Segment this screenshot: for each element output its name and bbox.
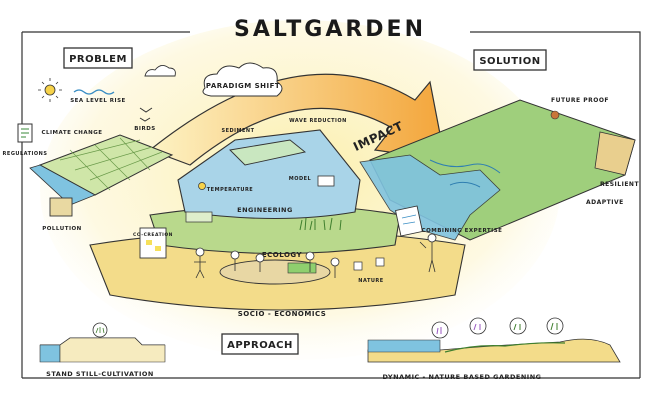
pollution-icon <box>49 197 73 217</box>
regulations-lines <box>21 128 29 138</box>
sea-level-rise-label: SEA LEVEL RISE <box>70 98 126 104</box>
stand-still-cultivation-caption: STAND STILL-CULTIVATION <box>46 370 154 378</box>
socio-economics-label: SOCIO - ECONOMICS <box>238 310 327 318</box>
page-title: SALTGARDEN <box>234 17 426 42</box>
ecology-label: ECOLOGY <box>262 251 303 259</box>
frame <box>21 31 641 379</box>
cloud-icon <box>202 62 283 97</box>
approach-box <box>221 333 299 355</box>
bird-icon <box>139 107 153 122</box>
stand-still-cultivation-sketch <box>39 322 166 363</box>
expertise-board <box>395 205 423 237</box>
problem-water <box>29 164 96 206</box>
nature-sign <box>353 257 385 271</box>
problem-box <box>63 47 133 69</box>
wave-reduction-label: WAVE REDUCTION <box>289 118 347 124</box>
engineering-label: ENGINEERING <box>237 206 293 214</box>
combining-expertise-label: COMBINING EXPERTISE <box>422 228 503 234</box>
ecology-plants <box>299 217 342 231</box>
computer-icon <box>317 175 335 187</box>
solution-creeks <box>429 159 501 188</box>
nature-based-gardening-sketch <box>367 317 621 363</box>
temperature-sun-icon <box>198 182 206 190</box>
expertise-board-lines <box>401 214 417 225</box>
problem-heading: PROBLEM <box>69 54 127 65</box>
small-cloud-icon <box>144 65 176 77</box>
solution-dune <box>594 131 636 176</box>
climate-change-label: CLIMATE CHANGE <box>41 130 102 136</box>
wave-tank-model <box>229 139 307 166</box>
sea-wave-icon <box>73 89 115 95</box>
temperature-label: TEMPERATURE <box>207 187 254 193</box>
approach-heading: APPROACH <box>227 340 293 351</box>
future-proof-label: FUTURE PROOF <box>551 97 609 104</box>
adaptive-label: ADAPTIVE <box>586 199 624 206</box>
farmland-grid <box>59 137 163 191</box>
solution-heading: SOLUTION <box>479 56 540 67</box>
pollution-label: POLLUTION <box>42 226 82 232</box>
map-on-table <box>287 262 317 274</box>
sticky-note <box>146 240 152 245</box>
people-figures <box>194 233 437 279</box>
house-icon <box>550 110 560 120</box>
paradigm-shift-label: PARADIGM SHIFT <box>206 82 280 90</box>
nature-label: NATURE <box>358 278 383 284</box>
birds-label: BIRDS <box>134 126 156 132</box>
sediment-label: SEDIMENT <box>221 128 254 134</box>
lab-tray <box>185 211 213 223</box>
regulations-label: REGULATIONS <box>3 151 48 157</box>
sun-icon <box>38 78 62 102</box>
co-creation-board <box>139 227 167 259</box>
sticky-note <box>155 246 161 251</box>
model-label: MODEL <box>289 176 312 182</box>
co-creation-label: CO-CREATION <box>133 232 173 238</box>
resilient-label: RESILIENT <box>600 181 639 188</box>
nature-based-gardening-caption: DYNAMIC - NATURE BASED GARDENING <box>383 373 542 381</box>
solution-box <box>473 49 547 71</box>
